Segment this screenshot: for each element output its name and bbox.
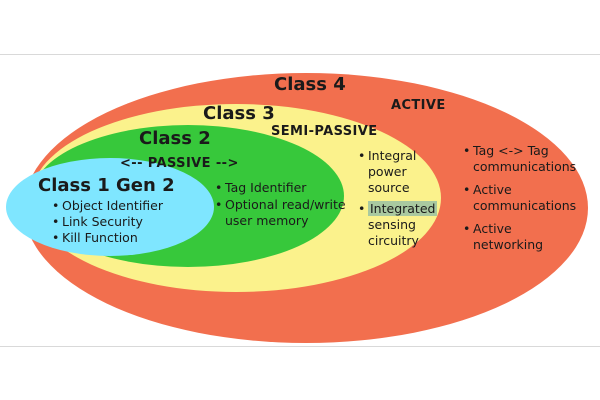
highlighted-text: Integrated — [368, 201, 438, 216]
feature-line: user memory — [225, 213, 309, 228]
class1-title: Class 1 Gen 2 — [38, 175, 175, 196]
top-divider — [0, 54, 600, 55]
class3-feature-item: Integral power source — [358, 148, 437, 196]
class2-feature-list: Tag Identifier Optional read/write user … — [215, 180, 346, 229]
class2-feature-item: Optional read/write user memory — [215, 197, 346, 229]
class4-feature-item: Tag <-> Tag communications — [463, 143, 576, 175]
feature-line: Optional read/write — [225, 197, 346, 212]
feature-line: power — [368, 164, 407, 179]
class1-feature-item: Link Security — [52, 214, 163, 230]
feature-line: Active — [473, 182, 512, 197]
class4-title: Class 4 — [274, 74, 346, 95]
class3-mode-label: SEMI-PASSIVE — [271, 124, 378, 139]
class1-feature-item: Kill Function — [52, 230, 163, 246]
class4-feature-item: Active networking — [463, 221, 576, 253]
feature-line: Tag <-> Tag — [473, 143, 549, 158]
class1-feature-list: Object Identifier Link Security Kill Fun… — [52, 198, 163, 246]
class4-feature-list: Tag <-> Tag communications Active commun… — [463, 143, 576, 253]
feature-line: networking — [473, 237, 544, 252]
feature-line: circuitry — [368, 233, 419, 248]
feature-line: communications — [473, 198, 577, 213]
feature-line: Object Identifier — [62, 198, 163, 213]
class4-feature-item: Active communications — [463, 182, 576, 214]
class3-feature-list: Integral power source Integrated sensing… — [358, 148, 438, 249]
class3-feature-item: Integrated sensing circuitry — [358, 201, 438, 249]
feature-line: Integral — [368, 148, 417, 163]
feature-line: Tag Identifier — [225, 180, 307, 195]
feature-line: sensing — [368, 217, 416, 232]
class2-mode-label: <-- PASSIVE --> — [120, 156, 239, 171]
class1-feature-item: Object Identifier — [52, 198, 163, 214]
feature-line: Kill Function — [62, 230, 138, 245]
class2-feature-item: Tag Identifier — [215, 180, 346, 196]
bottom-divider — [0, 346, 600, 347]
feature-line: Active — [473, 221, 512, 236]
class3-title: Class 3 — [203, 103, 275, 124]
feature-line: Link Security — [62, 214, 143, 229]
class4-mode-label: ACTIVE — [391, 98, 446, 113]
class2-title: Class 2 — [139, 128, 211, 149]
feature-line: source — [368, 180, 410, 195]
feature-line: communications — [473, 159, 577, 174]
